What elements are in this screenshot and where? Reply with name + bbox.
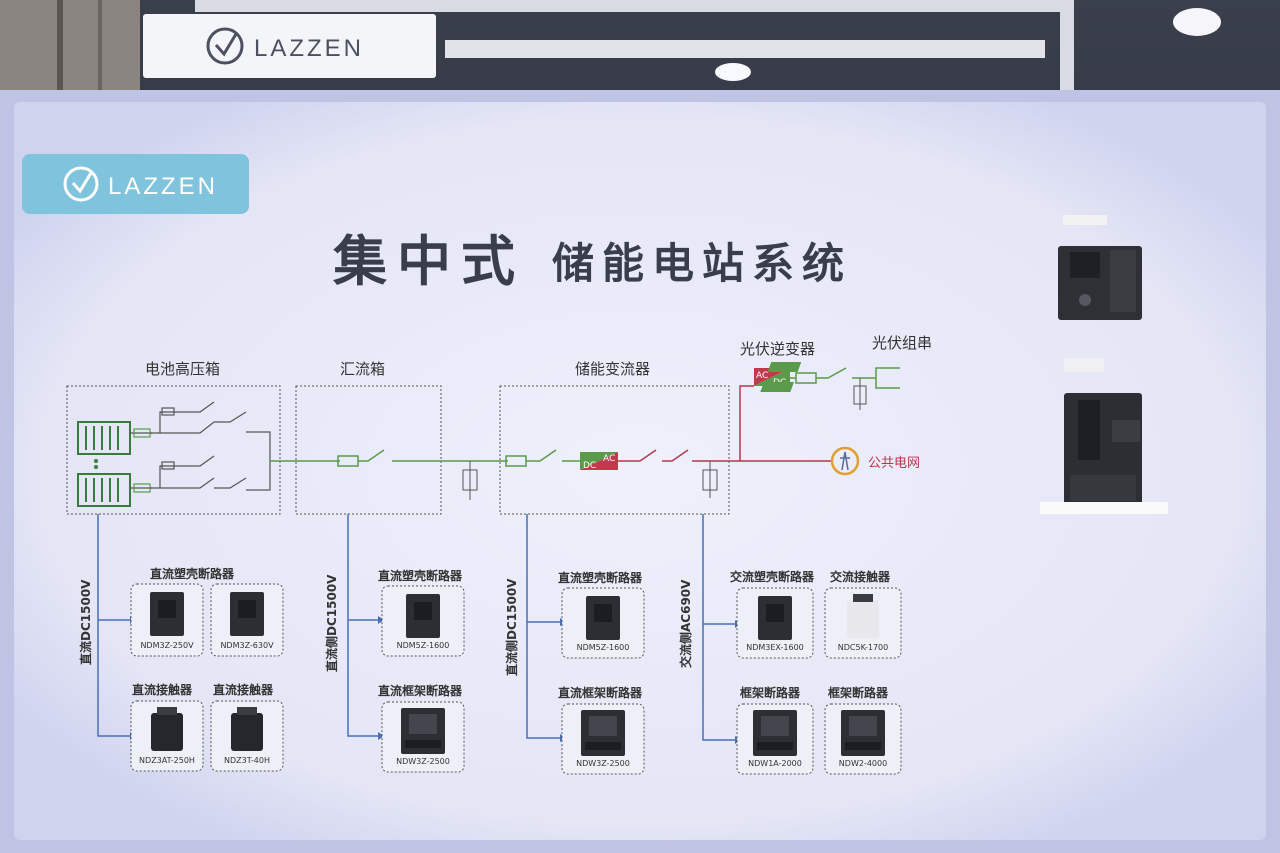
product-card: NDW2-4000 框架断路器 xyxy=(824,685,902,775)
product-heading: 交流塑壳断路器 xyxy=(730,569,815,584)
physical-product-top xyxy=(1058,215,1142,320)
branch-lines xyxy=(97,514,735,741)
breaker-icon xyxy=(758,596,792,640)
display-shelf xyxy=(1040,502,1168,514)
product-card: NDC5K-1700 交流接触器 xyxy=(824,569,902,659)
title-bold: 集中式 xyxy=(332,230,525,293)
product-model: NDC5K-1700 xyxy=(838,643,888,652)
physical-product-bottom xyxy=(1064,393,1142,505)
product-heading: 框架断路器 xyxy=(828,685,889,700)
product-model: NDW3Z-2500 xyxy=(576,759,630,768)
product-model: NDW2-4000 xyxy=(839,759,887,768)
label-battery: 电池高压箱 xyxy=(145,360,220,378)
product-cards: NDM3Z-250V 直流塑壳断路器 NDM3Z-630V NDZ3AT-250H 直流… xyxy=(130,566,902,775)
breaker-icon xyxy=(581,710,625,756)
product-card: NDM3Z-630V xyxy=(210,583,284,657)
product-model: NDW1A-2000 xyxy=(748,759,802,768)
ceiling-light-right xyxy=(1173,8,1221,36)
lazzen-logo-icon xyxy=(206,27,244,65)
product-heading: 直流塑壳断路器 xyxy=(558,570,643,585)
solar-panel-icon xyxy=(760,362,802,392)
contactor-icon xyxy=(231,707,263,751)
ceiling-light xyxy=(715,63,751,81)
contactor-icon xyxy=(151,707,183,751)
product-model: NDZ3T-40H xyxy=(224,756,270,765)
truss-frame xyxy=(195,0,1070,12)
red-line xyxy=(618,449,657,462)
product-heading: 直流框架断路器 xyxy=(558,685,643,700)
battery-box xyxy=(66,385,281,515)
svg-text:AC: AC xyxy=(603,454,615,464)
product-model: NDM3EX-1600 xyxy=(746,643,804,652)
product-card: NDM3EX-1600 交流塑壳断路器 xyxy=(730,569,815,659)
branch-label-2: 直流侧DC1500V xyxy=(324,574,339,672)
branch-label-3: 直流侧DC1500V xyxy=(504,578,519,676)
light-bar xyxy=(445,40,1045,58)
product-heading: 直流塑壳断路器 xyxy=(378,568,463,583)
product-model: NDW3Z-2500 xyxy=(396,757,450,766)
branch-label-4: 交流侧AC690V xyxy=(678,579,693,668)
top-sign-logo-text: LAZZEN xyxy=(254,35,364,62)
battery-wiring xyxy=(130,401,271,493)
board xyxy=(14,102,1266,840)
svg-text:AC: AC xyxy=(756,371,768,381)
lazzen-logo-icon xyxy=(63,166,99,202)
product-card: NDW1A-2000 框架断路器 xyxy=(736,685,814,775)
product-heading: 直流接触器 xyxy=(132,682,193,697)
product-card: NDM5Z-1600 直流塑壳断路器 xyxy=(378,568,465,657)
breaker-icon xyxy=(586,596,620,640)
breaker-icon xyxy=(841,710,885,756)
venue-wall-left xyxy=(0,0,140,95)
breaker-icon xyxy=(230,592,264,636)
contactor-icon xyxy=(847,594,879,638)
combiner-box xyxy=(295,385,442,515)
battery-icon xyxy=(77,421,131,507)
converter-icon: DC AC xyxy=(580,452,618,471)
product-card: NDM3Z-250V 直流塑壳断路器 xyxy=(130,566,235,657)
product-heading: 直流框架断路器 xyxy=(378,683,463,698)
product-model: NDM3Z-250V xyxy=(140,641,194,650)
product-model: NDM3Z-630V xyxy=(220,641,274,650)
breaker-icon xyxy=(753,710,797,756)
breaker-icon xyxy=(150,592,184,636)
switch-icon xyxy=(358,449,385,462)
product-card: NDZ3AT-250H 直流接触器 xyxy=(130,682,204,772)
product-heading: 直流塑壳断路器 xyxy=(150,566,235,581)
branch-label-1: 直流DC1500V xyxy=(78,579,93,665)
breaker-icon xyxy=(401,708,445,754)
pcs-box xyxy=(499,385,730,515)
product-card: NDW3Z-2500 直流框架断路器 xyxy=(558,685,645,775)
product-card: NDZ3T-40H 直流接触器 xyxy=(210,682,284,772)
label-pv-string: 光伏组串 xyxy=(872,334,932,352)
product-heading: 交流接触器 xyxy=(830,569,891,584)
svg-text:DC: DC xyxy=(583,461,596,471)
product-tag xyxy=(1064,358,1104,372)
label-grid: 公共电网 xyxy=(868,456,920,471)
title-rest: 储能电站系统 xyxy=(552,239,852,288)
product-model: NDM5Z-1600 xyxy=(397,641,450,650)
product-card: NDW3Z-2500 直流框架断路器 xyxy=(378,683,465,773)
product-card: NDM5Z-1600 直流塑壳断路器 xyxy=(558,570,645,659)
label-pv-inverter: 光伏逆变器 xyxy=(740,340,815,358)
board-logo-text: LAZZEN xyxy=(108,173,218,200)
grid-icon xyxy=(830,446,860,476)
label-pcs: 储能变流器 xyxy=(575,360,650,378)
breaker-icon xyxy=(406,594,440,638)
product-heading: 框架断路器 xyxy=(740,685,801,700)
product-model: NDM5Z-1600 xyxy=(577,643,630,652)
product-model: NDZ3AT-250H xyxy=(139,756,195,765)
product-heading: 直流接触器 xyxy=(213,682,274,697)
label-combiner: 汇流箱 xyxy=(340,360,385,378)
